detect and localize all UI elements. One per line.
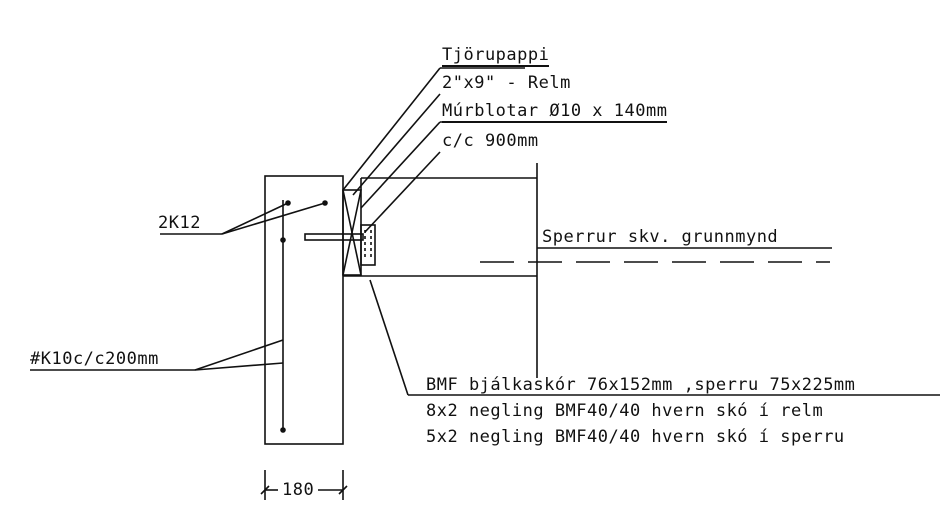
label-bmf-3: 5x2 negling BMF40/40 hvern skó í sperru <box>426 427 845 447</box>
label-murblotar: Múrblotar Ø10 x 140mm <box>442 101 668 123</box>
label-tjorupappi: Tjörupappi <box>442 45 550 67</box>
anchor-bolt <box>304 233 364 241</box>
label-cc: c/c 900mm <box>442 131 539 151</box>
concrete-wall <box>264 175 344 445</box>
label-sperrur: Sperrur skv. grunnmynd <box>542 227 779 247</box>
label-bmf-2: 8x2 negling BMF40/40 hvern skó í relm <box>426 401 824 421</box>
label-bmf-1: BMF bjálkaskór 76x152mm ,sperru 75x225mm <box>426 375 856 395</box>
label-2k12: 2K12 <box>158 213 201 233</box>
label-relm: 2"x9" - Relm <box>442 73 571 93</box>
rebar-dot <box>280 427 286 433</box>
joist-hanger <box>360 224 376 266</box>
rebar-dot <box>280 237 286 243</box>
label-k10: #K10c/c200mm <box>30 349 159 369</box>
dimension-value: 180 <box>282 480 315 500</box>
